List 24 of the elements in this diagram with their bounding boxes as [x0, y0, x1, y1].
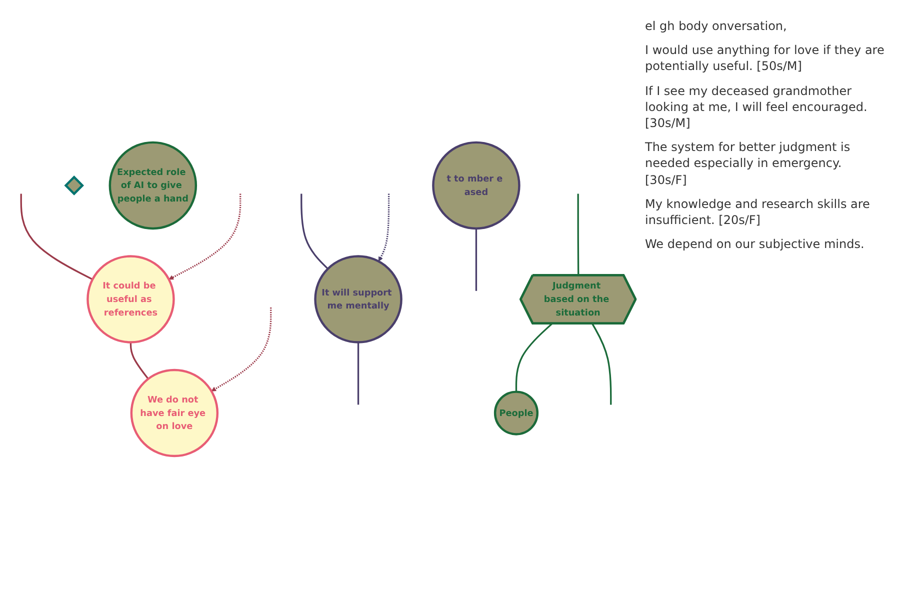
quote-note: If I see my deceased grandmother looking at me, I will feel encouraged. [30s/M] [645, 82, 868, 132]
quote-note: I would use anything for love if they are potentially useful. [50s/M] [645, 42, 885, 75]
arrow [168, 194, 242, 280]
node-diamond [64, 176, 84, 196]
connector [357, 342, 360, 405]
node-circle: It could be useful as references [86, 255, 175, 344]
connector [130, 342, 149, 380]
quote-note: The system for better judgment is needed especially in emergency. [30s/F] [645, 139, 852, 188]
connector [475, 228, 478, 292]
quote-note: My knowledge and research skills are insufficient. [20s/F] [645, 196, 871, 228]
node-circle: We do not have fair eye on love [130, 369, 219, 458]
connector [515, 323, 553, 392]
node-circle: People [494, 390, 539, 436]
node-circle: t to mber e ased [432, 142, 520, 230]
arrow [211, 308, 272, 392]
node-circle: Expected role of AI to give people a hand [108, 142, 198, 230]
connector [20, 194, 93, 280]
connector [300, 194, 328, 270]
node-circle: It will support me mentally [314, 255, 402, 344]
quote-note: We depend on our subjective minds. [645, 236, 866, 252]
connector [577, 194, 580, 276]
quote-note: el gh body onversation, [645, 18, 788, 34]
arrow [378, 194, 390, 262]
connector [592, 324, 612, 405]
